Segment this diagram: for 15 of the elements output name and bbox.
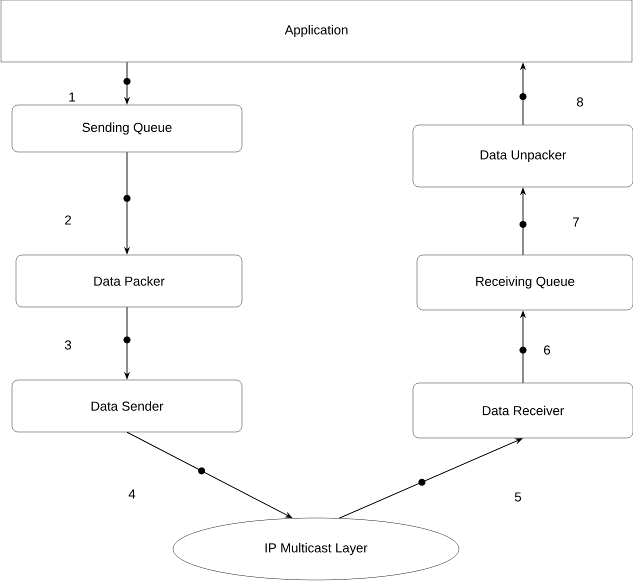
- application-box: Application: [0, 0, 632, 62]
- process-box: Data Receiver: [412, 382, 633, 438]
- edge-label: 6: [544, 345, 550, 355]
- process-box: Data Packer: [16, 254, 242, 308]
- edge-label: 4: [128, 490, 136, 498]
- process-box: Sending Queue: [12, 104, 242, 152]
- process-box: Data Unpacker: [412, 124, 633, 188]
- edge-label: 2: [65, 215, 71, 225]
- edge-label: 8: [576, 97, 584, 107]
- edge-label: 3: [64, 340, 72, 350]
- edge-label: 1: [69, 92, 75, 102]
- edge-label: 5: [514, 492, 522, 502]
- process-box: Receiving Queue: [416, 254, 633, 310]
- process-box: Data Sender: [12, 380, 242, 432]
- edge-label: 7: [573, 218, 579, 226]
